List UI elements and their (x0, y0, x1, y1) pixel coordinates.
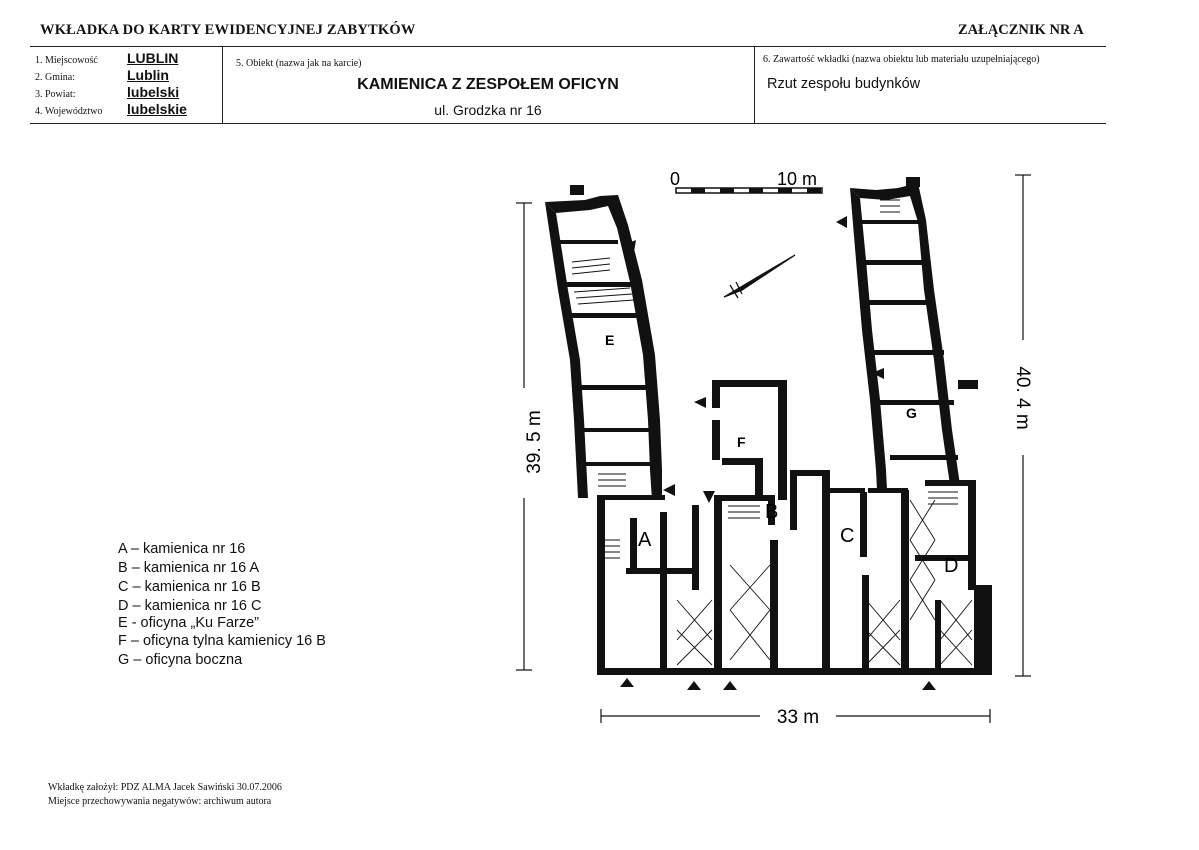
location-value-1: LUBLIN (127, 50, 179, 66)
location-label-2: 2. Gmina: (35, 72, 75, 83)
dimension-right (1015, 174, 1031, 677)
scale-bar: 0 10 m (670, 169, 823, 194)
plan-label-d: D (944, 555, 958, 577)
staircases (571, 199, 958, 559)
content-value: Rzut zespołu budynków (767, 76, 921, 92)
content-label: 6. Zawartość wkładki (nazwa obiektu lub … (763, 54, 1040, 65)
dimension-left (516, 202, 532, 671)
footer-storage: Miejsce przechowywania negatywów: archiw… (48, 796, 272, 807)
legend-item-f: F – oficyna tylna kamienicy 16 B (118, 633, 326, 649)
entrance-markers (620, 216, 936, 690)
location-value-2: Lublin (127, 67, 169, 83)
plan-label-c: C (840, 525, 854, 547)
header-divider-2 (754, 47, 755, 124)
scale-end-label: 10 m (777, 169, 817, 189)
card-title: WKŁADKA DO KARTY EWIDENCYJNEJ ZABYTKÓW (40, 22, 416, 38)
north-arrow-icon (723, 254, 796, 299)
vault-hatching (676, 499, 973, 666)
legend-item-g: G – oficyna boczna (118, 652, 243, 668)
plan-label-b: B (765, 501, 778, 523)
legend-item-d: D – kamienica nr 16 C (118, 598, 262, 614)
dimension-bottom-label: 33 m (777, 707, 819, 728)
object-address: ul. Grodzka nr 16 (434, 102, 542, 118)
location-value-3: lubelski (127, 84, 180, 100)
scale-start-label: 0 (670, 169, 680, 189)
legend-item-e: E - oficyna „Ku Farze” (118, 615, 260, 631)
header-top-rule (30, 46, 1106, 47)
plan-label-g: G (906, 405, 917, 421)
building-walls (545, 177, 992, 675)
object-label: 5. Obiekt (nazwa jak na karcie) (236, 58, 362, 69)
dimension-left-label: 39. 5 m (524, 410, 545, 473)
legend-item-a: A – kamienica nr 16 (118, 541, 246, 557)
location-label-4: 4. Województwo (35, 106, 103, 117)
header-divider-1 (222, 47, 223, 124)
dimension-bottom (600, 709, 991, 723)
location-value-4: lubelskie (127, 101, 187, 117)
location-label-1: 1. Miejscowość (35, 55, 98, 66)
plan-label-f: F (737, 434, 746, 450)
legend-item-c: C – kamienica nr 16 B (118, 579, 261, 595)
object-name: KAMIENICA Z ZESPOŁEM OFICYN (357, 76, 619, 93)
attachment-label: ZAŁĄCZNIK NR A (958, 22, 1084, 38)
location-label-3: 3. Powiat: (35, 89, 76, 100)
legend-item-b: B – kamienica nr 16 A (118, 560, 260, 576)
footer-author: Wkładkę założył: PDZ ALMA Jacek Sawiński… (48, 782, 282, 793)
plan-label-e: E (605, 332, 614, 348)
dimension-right-label: 40. 4 m (1012, 366, 1033, 429)
plan-label-a: A (638, 529, 652, 551)
header-bottom-rule (30, 123, 1106, 124)
